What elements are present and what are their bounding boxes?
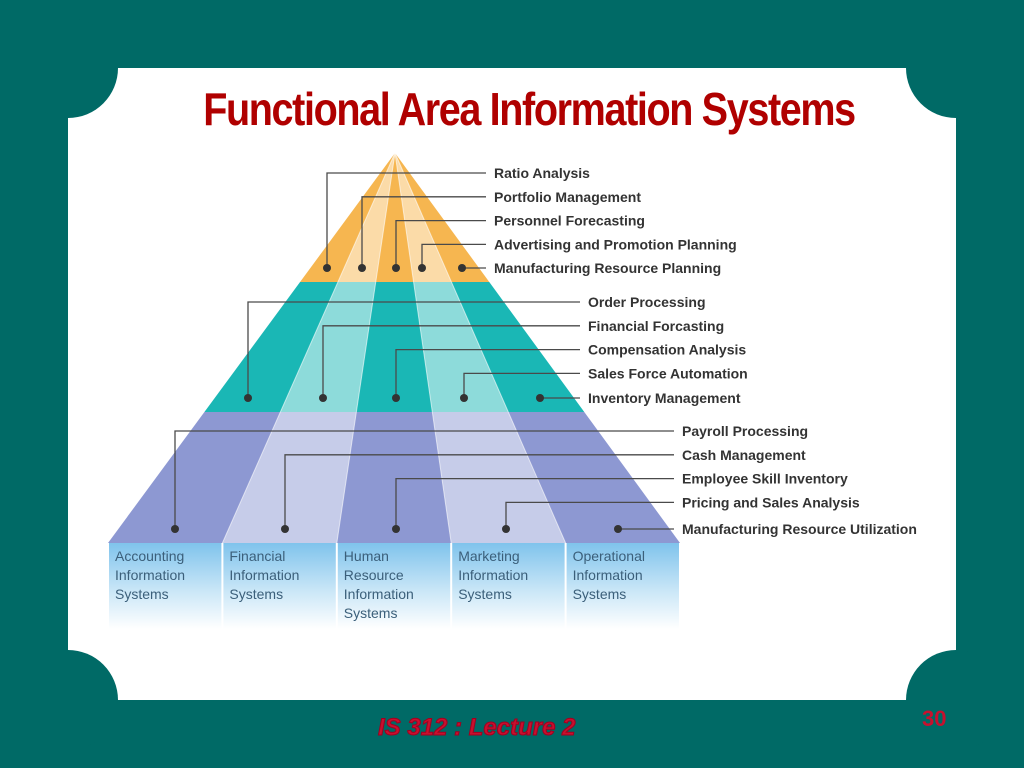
column-divider — [336, 152, 396, 544]
column-label: Information — [344, 586, 414, 602]
leader-line — [395, 219, 486, 268]
tier-label: Order Processing — [588, 294, 706, 310]
column-label: Marketing — [458, 548, 519, 564]
column-strip-middle — [280, 282, 376, 412]
leader-line — [247, 301, 580, 398]
tier-band-top — [300, 153, 490, 282]
tier-label: Personnel Forecasting — [494, 213, 645, 229]
tier-label: Sales Force Automation — [588, 365, 748, 381]
leader-line — [361, 196, 486, 268]
leader-dot — [392, 394, 400, 402]
column-box — [223, 543, 336, 629]
tier-label: Compensation Analysis — [588, 342, 746, 358]
leader-dot — [323, 264, 331, 272]
leader-dot — [319, 394, 327, 402]
footer-lecture: IS 312 : Lecture 2 — [377, 714, 576, 742]
leader-dot — [244, 394, 252, 402]
panel-corner-top-right — [906, 18, 1006, 118]
tier-label: Inventory Management — [588, 390, 741, 406]
leader-line — [326, 172, 486, 268]
column-label: Accounting — [115, 548, 184, 564]
column-label: Systems — [573, 586, 627, 602]
leader-line — [505, 501, 674, 529]
panel-corner-bottom-right — [906, 650, 1006, 750]
tier-label: Manufacturing Resource Planning — [494, 260, 721, 276]
panel-corner-bottom-left — [18, 650, 118, 750]
column-label: Systems — [458, 586, 512, 602]
tier-label: Pricing and Sales Analysis — [682, 494, 860, 510]
column-strip-bottom — [222, 412, 357, 543]
tier-label: Manufacturing Resource Utilization — [682, 521, 917, 537]
column-box — [566, 543, 679, 629]
leader-line — [421, 243, 486, 268]
page-number: 30 — [922, 706, 947, 731]
column-label: Information — [573, 567, 643, 583]
leader-dot — [392, 525, 400, 533]
leader-dot — [418, 264, 426, 272]
column-divider — [221, 152, 396, 544]
tier-label: Advertising and Promotion Planning — [494, 236, 737, 252]
column-box — [452, 543, 565, 629]
column-label: Operational — [573, 548, 645, 564]
slide-title: Functional Area Information Systems — [203, 83, 856, 135]
tier-label: Payroll Processing — [682, 423, 808, 439]
column-strip-middle — [413, 282, 509, 412]
column-label: Systems — [229, 586, 283, 602]
leader-dot — [281, 525, 289, 533]
column-strip-bottom — [432, 412, 566, 543]
tier-label: Employee Skill Inventory — [682, 471, 848, 487]
column-label: Resource — [344, 567, 404, 583]
column-label: Financial — [229, 548, 285, 564]
column-box — [109, 543, 222, 629]
leader-dot — [458, 264, 466, 272]
tier-label: Ratio Analysis — [494, 165, 590, 181]
leader-dot — [358, 264, 366, 272]
leader-dot — [536, 394, 544, 402]
column-label: Human — [344, 548, 389, 564]
tier-label: Financial Forcasting — [588, 318, 724, 334]
leader-line — [395, 477, 674, 529]
column-label: Information — [458, 567, 528, 583]
panel-corner-top-left — [18, 18, 118, 118]
leader-line — [284, 454, 674, 529]
leader-dot — [171, 525, 179, 533]
column-label: Information — [229, 567, 299, 583]
leader-dot — [392, 264, 400, 272]
tier-label: Portfolio Management — [494, 189, 641, 205]
column-label: Systems — [344, 605, 398, 621]
leader-line — [463, 372, 580, 398]
tier-label: Cash Management — [682, 447, 806, 463]
leader-dot — [502, 525, 510, 533]
leader-line — [174, 430, 674, 529]
leader-line — [395, 348, 580, 398]
column-label: Systems — [115, 586, 169, 602]
column-label: Information — [115, 567, 185, 583]
leader-dot — [614, 525, 622, 533]
leader-dot — [460, 394, 468, 402]
leader-line — [322, 325, 580, 398]
column-box — [337, 543, 451, 629]
